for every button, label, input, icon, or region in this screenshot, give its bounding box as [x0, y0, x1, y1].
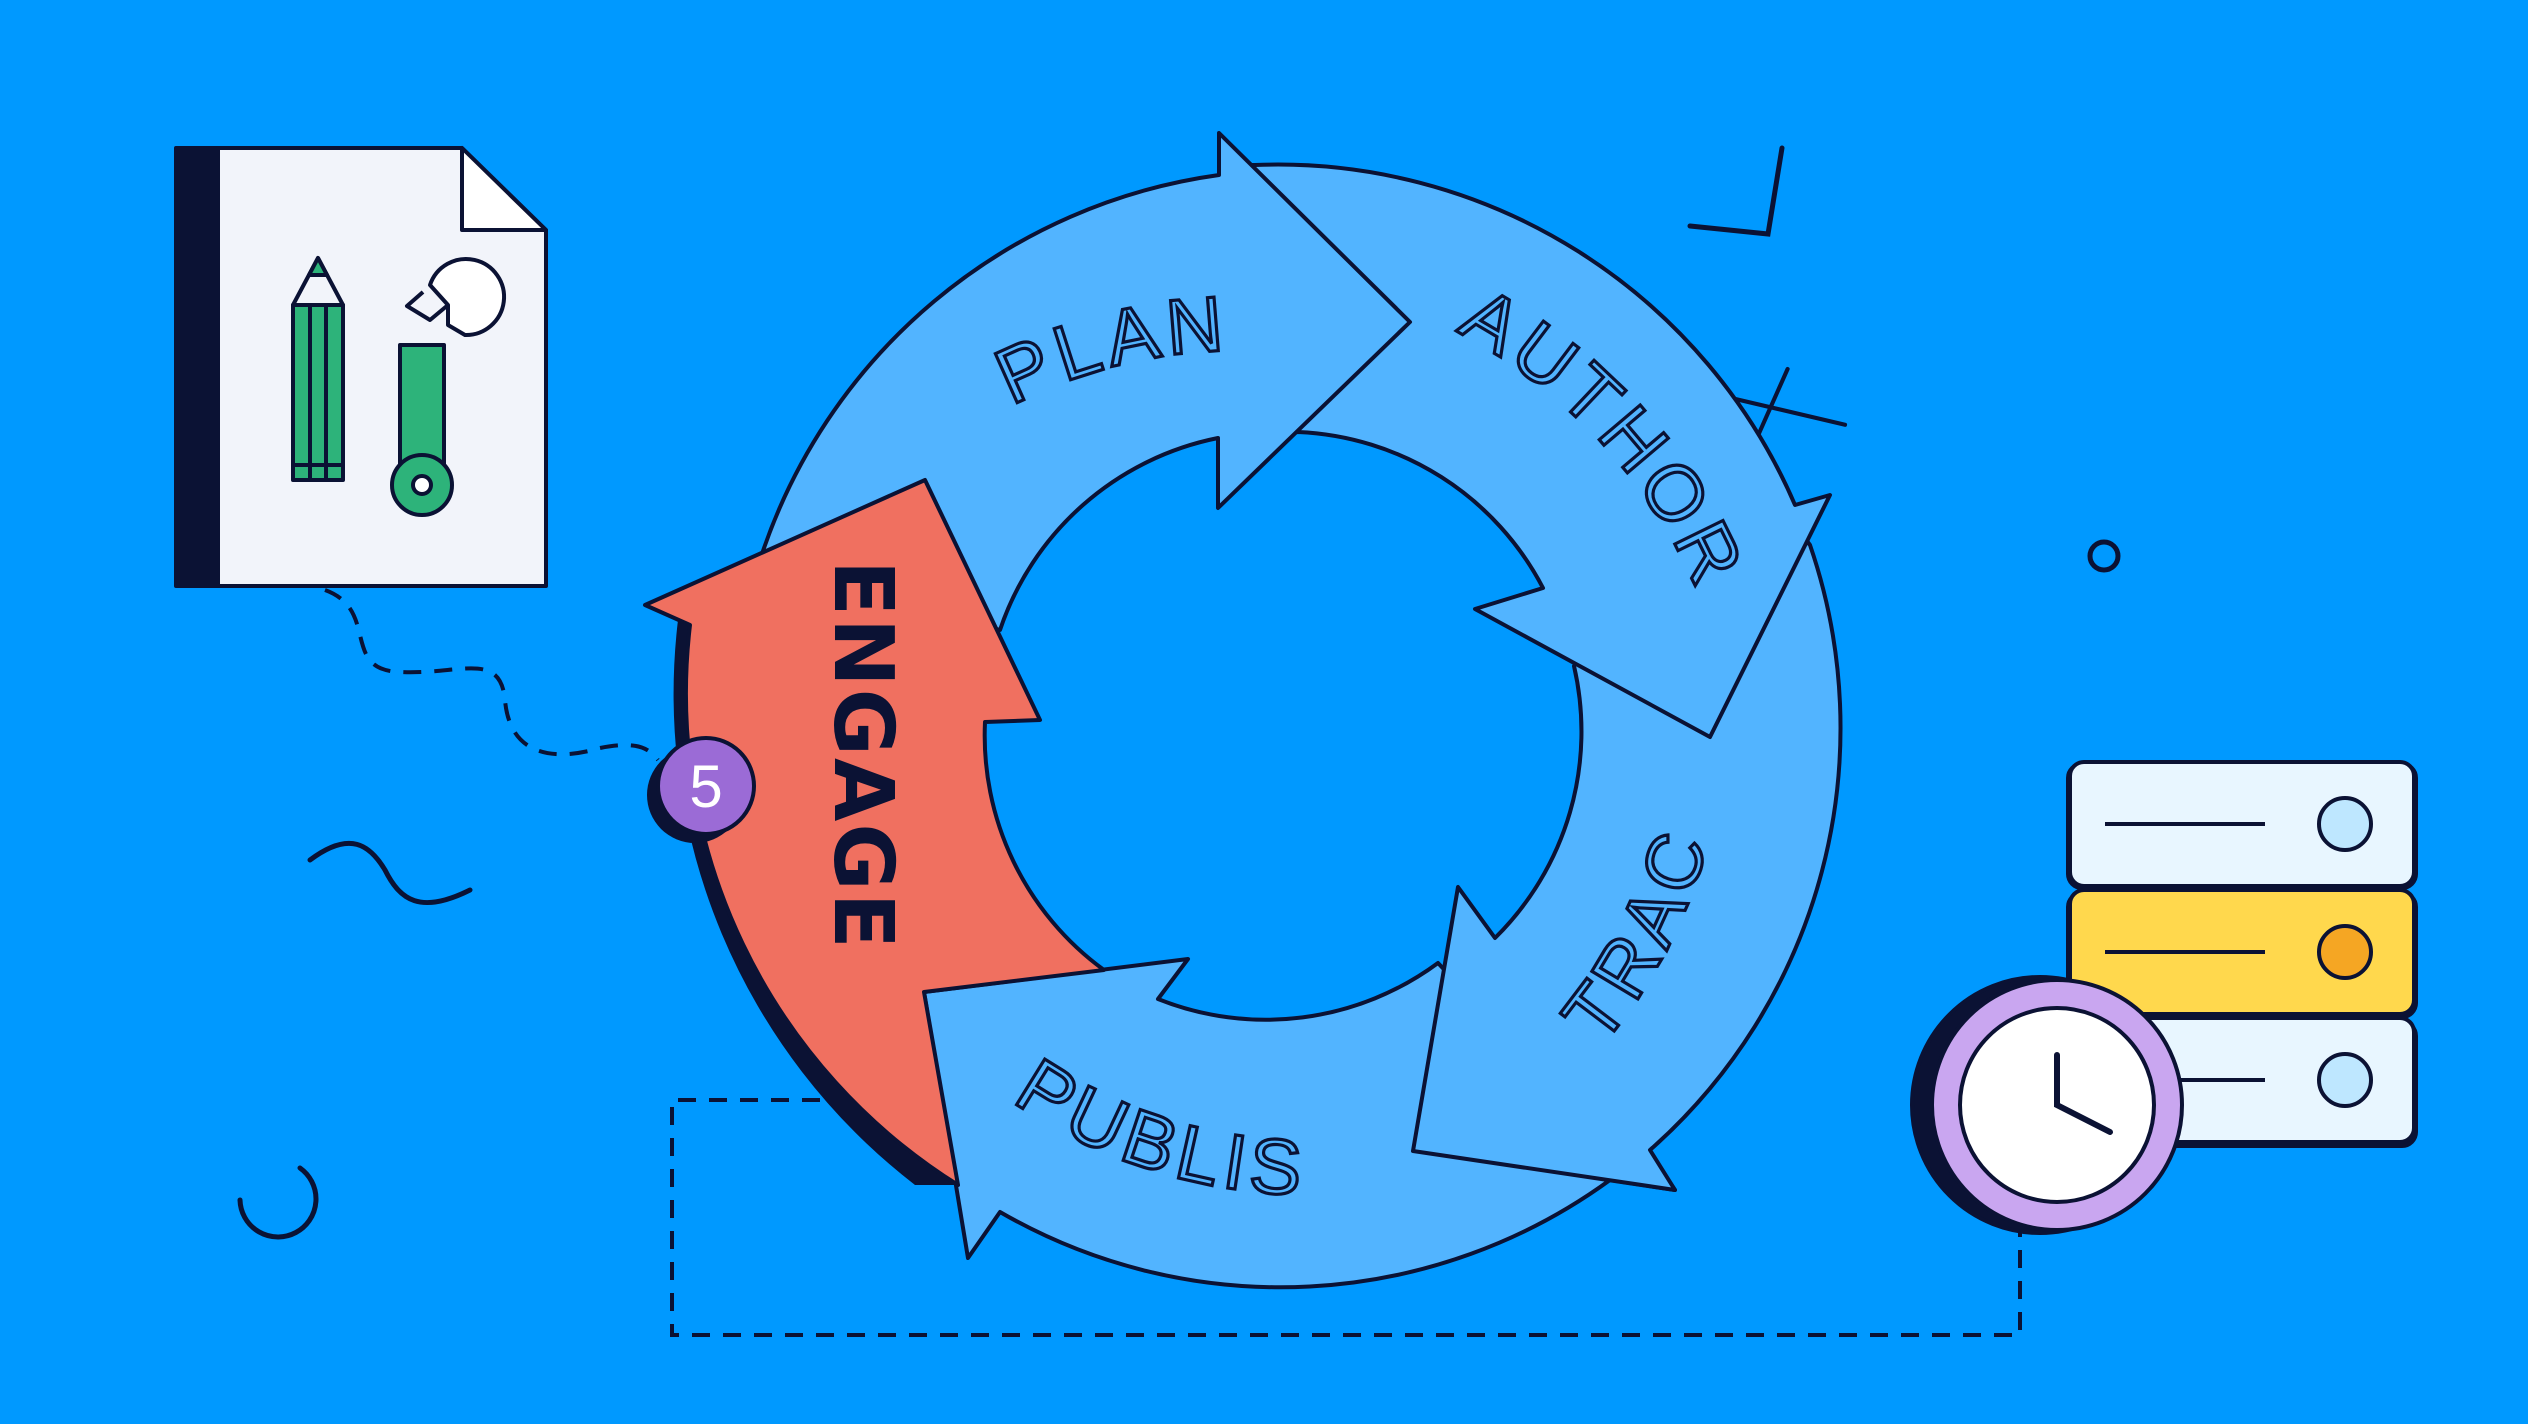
dashed-connectors [324, 588, 2022, 1337]
stage-number-badge: 5 [647, 736, 756, 843]
squiggle-doodle [307, 840, 473, 906]
clock-icon [1910, 975, 2184, 1235]
wrench-icon [390, 257, 507, 517]
server-connector-box [670, 1098, 2022, 1337]
corner-doodle [1687, 145, 1785, 237]
document-tools-icon [174, 146, 548, 588]
cycle-ring [643, 131, 1843, 1290]
stage-label-engage: ENGAGE [815, 560, 910, 951]
badge-number: 5 [689, 753, 722, 820]
document-connector [324, 588, 660, 762]
small-circle-doodle [2087, 539, 2121, 573]
pencil-icon [291, 256, 345, 482]
arc-doodle [237, 1165, 319, 1240]
